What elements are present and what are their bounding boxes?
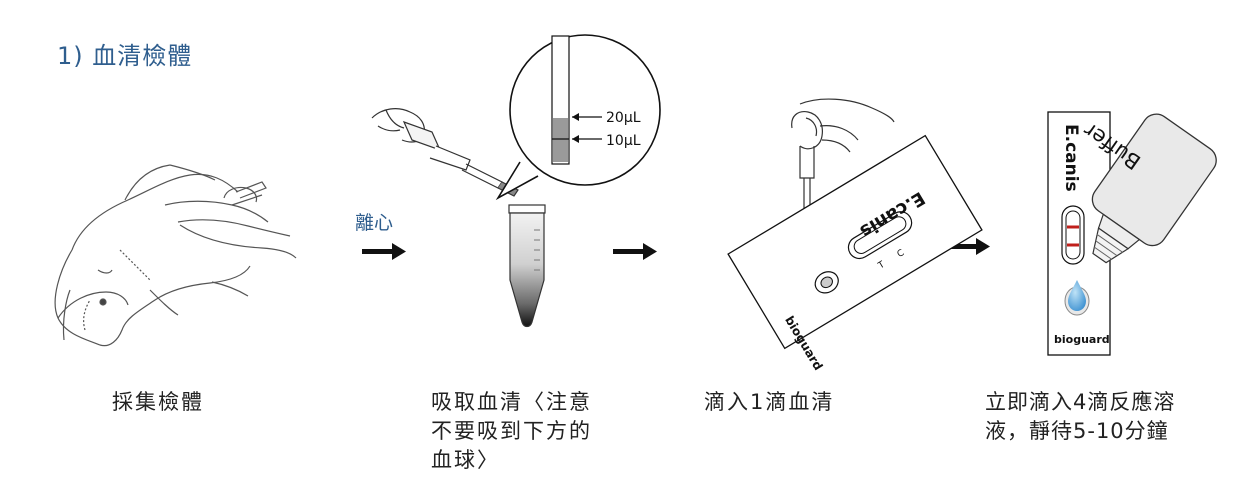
- strip-name-label-upright: E.canis: [1061, 124, 1081, 192]
- section-title: 1) 血清檢體: [57, 42, 193, 70]
- arrow-right-icon: [613, 243, 657, 260]
- pipette-illustration: [371, 108, 519, 197]
- centrifuge-tube-illustration: [508, 204, 546, 328]
- test-strip-angled: T C bioguard E.canis: [727, 134, 983, 373]
- buffer-drop-icon: [1068, 280, 1086, 311]
- mark-10ul-label: 10μL: [606, 133, 641, 149]
- step-3-caption: 滴入1滴血清: [704, 390, 835, 414]
- mark-20ul-label: 20μL: [606, 110, 641, 126]
- strip-mark-c: C: [896, 248, 907, 260]
- centrifuge-label: 離心: [355, 212, 394, 234]
- arrow-right-icon: [362, 243, 406, 260]
- arrow-right-icon: [946, 238, 990, 255]
- strip-brand-label-upright: bioguard: [1054, 333, 1110, 346]
- magnifier-callout: 20μL 10μL: [495, 34, 661, 201]
- step-4-caption: 立即滴入4滴反應溶 液，靜待5-10分鐘: [985, 390, 1176, 443]
- step-1-caption: 採集檢體: [112, 390, 204, 414]
- step-2-caption: 吸取血清〈注意 不要吸到下方的 血球〉: [431, 390, 592, 472]
- dog-blood-collection-illustration: [54, 164, 297, 347]
- strip-mark-t: T: [876, 260, 887, 272]
